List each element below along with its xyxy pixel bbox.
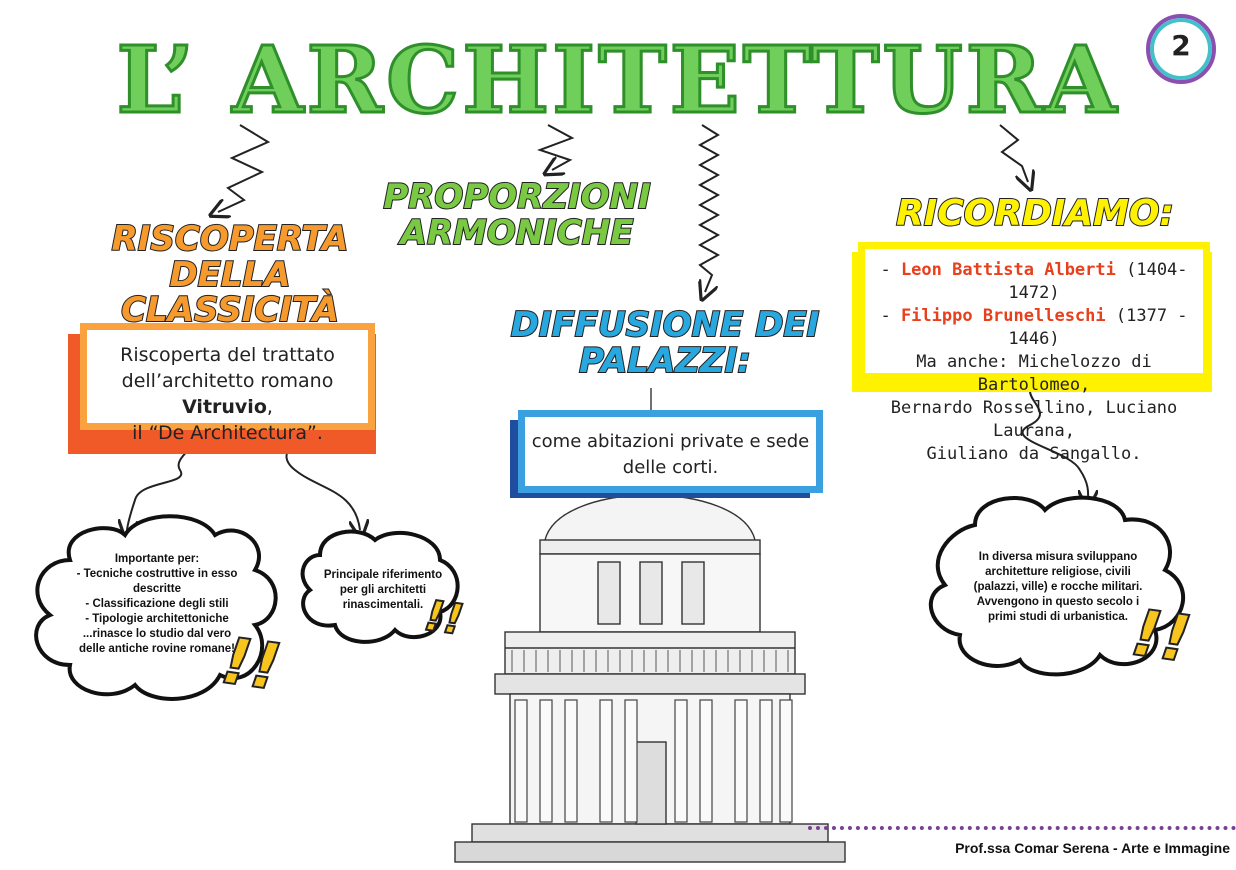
- temple-column: [699, 699, 713, 823]
- box-line: il “De Architectura”.: [132, 422, 323, 444]
- box-palazzi: come abitazioni private e sede delle cor…: [518, 410, 823, 493]
- box-vitruvio: Riscoperta del trattato dell’architetto …: [80, 323, 375, 444]
- text: -: [880, 306, 901, 326]
- box-line: dell’architetto romano Vitruvio,: [87, 368, 368, 420]
- box-line: Riscoperta del trattato: [120, 344, 335, 366]
- heading-line: DELLA CLASSICITÀ: [120, 254, 340, 331]
- text: -: [880, 260, 901, 280]
- box-line: - Filippo Brunelleschi (1377 - 1446): [865, 305, 1203, 351]
- squiggle-arrow-icon: [1021, 379, 1089, 500]
- heading-line: PALAZZI:: [578, 340, 752, 381]
- cloud-riferimento-text: Principale riferimento per gli architett…: [318, 568, 448, 613]
- box-line: Ma anche: Michelozzo di Bartolomeo,: [916, 352, 1152, 395]
- temple-column: [564, 699, 578, 823]
- page-title: L’ ARCHITETTURA: [115, 26, 1120, 134]
- cloud-icon: [928, 495, 1185, 677]
- heading-ricordiamo: RICORDIAMO:: [895, 193, 1175, 234]
- cloud-line: In diversa misura sviluppano: [978, 551, 1138, 563]
- temple-column: [674, 699, 688, 823]
- box-line: Giuliano da Sangallo.: [926, 444, 1142, 464]
- squiggle-arrow-icon: [218, 124, 271, 212]
- temple-column: [759, 699, 773, 823]
- temple-column: [734, 699, 748, 823]
- cloud-line: Principale riferimento: [323, 569, 443, 581]
- bold-text: studio dal vero: [149, 628, 232, 640]
- architect-name: Filippo Brunelleschi: [900, 306, 1106, 326]
- cloud-misura-text: In diversa misura sviluppano architettur…: [958, 550, 1158, 625]
- temple-column: [624, 699, 638, 823]
- box-line: - Leon Battista Alberti (1404- 1472): [865, 259, 1203, 305]
- exclamation-icon: !!: [1126, 595, 1196, 678]
- squiggle-arrow-icon: [697, 124, 721, 292]
- architect-name: Leon Battista Alberti: [900, 260, 1116, 280]
- heading-classicita: RISCOPERTA DELLA CLASSICITÀ: [60, 219, 400, 331]
- temple-column: [599, 699, 613, 823]
- cloud-icon: [300, 529, 460, 644]
- heading-line: DIFFUSIONE DEI: [510, 305, 821, 345]
- box-line: delle corti.: [622, 457, 719, 478]
- cloud-importante-text: Importante per: - Tecniche costruttive i…: [52, 552, 262, 657]
- text: ...rinasce lo: [82, 628, 150, 640]
- dates: (1404- 1472): [1008, 260, 1188, 303]
- cloud-line: Avvengono in questo secolo i: [976, 596, 1140, 608]
- cloud-line: - Tipologie architettoniche: [85, 613, 229, 625]
- page-number-badge: 2: [1146, 14, 1216, 84]
- cloud-line: per gli architetti: [339, 584, 427, 596]
- heading-palazzi: DIFFUSIONE DEI PALAZZI:: [505, 305, 825, 381]
- cloud-line: delle antiche rovine romane!: [79, 643, 235, 655]
- squiggle-arrow-icon: [999, 124, 1028, 182]
- temple-column: [539, 699, 553, 823]
- temple-columns: [514, 699, 793, 823]
- box-line: Bernardo Rossellino, Luciano Laurana,: [890, 398, 1178, 441]
- heading-line: PROPORZIONI: [382, 177, 651, 217]
- temple-balusters: [511, 650, 789, 672]
- dates: (1377 - 1446): [1008, 306, 1188, 349]
- heading-proporzioni: PROPORZIONI ARMONICHE: [382, 177, 652, 253]
- squiggle-arrow-icon: [537, 124, 575, 170]
- footer-credit: Prof.ssa Comar Serena - Arte e Immagine: [955, 840, 1230, 856]
- cloud-line: rinascimentali.: [342, 599, 424, 611]
- cloud-line: architetture religiose, civili: [985, 566, 1131, 578]
- cloud-line: - Tecniche costruttive in esso: [76, 568, 238, 580]
- cloud-line: (palazzi, ville) e rocche militari.: [973, 581, 1143, 593]
- cloud-icon: [34, 514, 278, 701]
- box-ricordiamo: - Leon Battista Alberti (1404- 1472) - F…: [858, 242, 1210, 464]
- bold-text: Vitruvio: [182, 396, 267, 418]
- cloud-line: - Classificazione degli stili: [85, 598, 229, 610]
- heading-line: RISCOPERTA: [111, 219, 350, 259]
- box-line: come abitazioni private e sede: [531, 431, 810, 452]
- text: ,: [266, 396, 273, 418]
- cloud-line: descritte: [133, 583, 181, 595]
- footer-divider: [808, 826, 1236, 830]
- text: dell’architetto romano: [121, 370, 334, 392]
- temple-column: [779, 699, 793, 823]
- temple-column: [514, 699, 528, 823]
- heading-line: ARMONICHE: [400, 212, 635, 253]
- cloud-line: ...rinasce lo studio dal vero: [52, 627, 262, 642]
- exclamation-icon: !!: [216, 623, 286, 706]
- cloud-line: Importante per:: [114, 553, 200, 565]
- exclamation-icon: !!: [421, 590, 468, 646]
- cloud-line: primi studi di urbanistica.: [988, 611, 1128, 623]
